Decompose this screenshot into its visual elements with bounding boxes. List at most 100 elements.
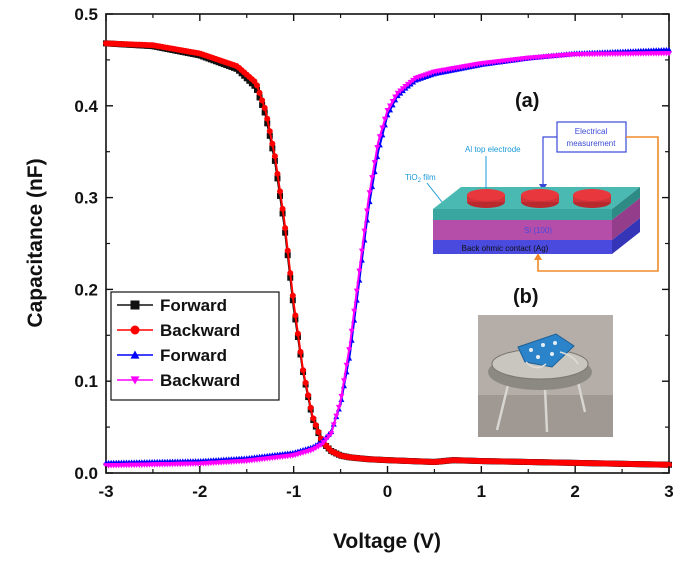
legend-label: Forward xyxy=(160,346,227,365)
x-tick-label: 1 xyxy=(477,482,486,501)
data-point xyxy=(366,190,373,196)
tio2-film-suffix: film xyxy=(421,173,436,182)
tio2-leader xyxy=(426,182,443,203)
data-point xyxy=(346,347,353,353)
data-point xyxy=(253,86,260,93)
data-point xyxy=(369,175,376,181)
data-point xyxy=(666,461,672,468)
return-arrow xyxy=(534,253,542,260)
al-electrode-2 xyxy=(521,189,559,208)
data-point xyxy=(271,153,278,160)
legend-marker xyxy=(130,325,140,335)
al-electrode-1 xyxy=(467,189,505,208)
data-point xyxy=(323,437,330,443)
data-point xyxy=(261,104,268,111)
electrical-measurement-label-line1: Electrical xyxy=(575,127,608,136)
data-point xyxy=(348,328,355,335)
al-top-electrode-label: Al top electrode xyxy=(465,145,521,154)
y-axis-title: Capacitance (nF) xyxy=(24,158,47,327)
y-tick-label: 0.2 xyxy=(74,280,98,299)
series-2-backward xyxy=(103,40,672,468)
y-tick-label: 0.3 xyxy=(74,189,98,208)
y-tick-label: 0.5 xyxy=(74,5,98,24)
data-point xyxy=(264,115,271,122)
x-tick-label: 0 xyxy=(383,482,392,501)
si-layer-side xyxy=(612,198,640,240)
data-point xyxy=(256,89,263,96)
data-point xyxy=(374,145,381,151)
data-point xyxy=(379,125,386,131)
data-point xyxy=(384,107,391,114)
y-tick-label: 0.0 xyxy=(74,464,98,483)
data-point xyxy=(333,413,340,420)
data-point xyxy=(307,404,314,411)
data-point xyxy=(381,116,388,123)
x-tick-label: 2 xyxy=(570,482,579,501)
si-layer-front xyxy=(433,220,612,240)
data-point xyxy=(358,248,365,255)
tio2-subscript: 2 xyxy=(418,178,422,184)
data-point xyxy=(312,422,319,429)
data-point xyxy=(351,308,358,315)
data-point xyxy=(277,188,284,195)
legend-marker xyxy=(130,376,140,385)
legend-item: Forward xyxy=(117,346,227,365)
x-tick-label: -2 xyxy=(192,482,207,501)
device-photo-inset: (b) xyxy=(478,286,613,437)
series-layer xyxy=(103,40,672,469)
series-4-backward xyxy=(103,51,672,469)
data-point xyxy=(294,330,301,337)
data-point xyxy=(328,431,335,437)
data-point xyxy=(266,128,273,135)
data-point xyxy=(666,46,672,53)
data-point xyxy=(310,415,317,422)
tio2-layer-front xyxy=(433,209,612,220)
contact-dot-4 xyxy=(536,355,540,359)
data-point xyxy=(364,208,371,214)
legend-item: Forward xyxy=(117,296,227,315)
device-leg-2 xyxy=(543,387,549,433)
data-point xyxy=(282,225,289,232)
x-axis-title: Voltage (V) xyxy=(333,530,441,553)
x-tick-label: 3 xyxy=(664,482,673,501)
data-point xyxy=(259,101,266,108)
data-point xyxy=(399,86,406,92)
data-point xyxy=(387,103,394,109)
data-point xyxy=(289,292,296,299)
legend-marker xyxy=(130,300,140,310)
data-point xyxy=(302,379,309,386)
data-point xyxy=(330,422,337,428)
contact-dot-3 xyxy=(553,341,557,345)
device-leg-1 xyxy=(495,384,510,431)
electrical-measurement-label-line2: measurement xyxy=(567,139,617,148)
bond-wire xyxy=(525,351,579,369)
data-point xyxy=(371,160,378,166)
data-point xyxy=(666,51,672,57)
data-point xyxy=(397,88,404,94)
data-point xyxy=(284,247,291,254)
data-point xyxy=(305,392,312,399)
data-point xyxy=(300,367,307,374)
y-tick-label: 0.4 xyxy=(74,97,98,116)
contact-dot-5 xyxy=(550,352,554,356)
panel-label-b: (b) xyxy=(513,286,539,308)
al-electrode-3 xyxy=(573,189,611,208)
return-wire xyxy=(537,136,659,272)
data-point xyxy=(325,434,332,440)
data-point xyxy=(279,205,286,212)
data-point xyxy=(338,393,345,400)
data-point xyxy=(259,97,266,104)
panel-label-a: (a) xyxy=(515,90,539,112)
data-point xyxy=(287,270,294,277)
data-point xyxy=(292,312,299,319)
back-contact-side xyxy=(612,218,640,254)
x-tick-label: -1 xyxy=(286,482,301,501)
data-point xyxy=(376,134,383,140)
legend-label: Backward xyxy=(160,321,240,340)
data-point xyxy=(320,440,327,446)
back-contact-front xyxy=(433,240,612,254)
